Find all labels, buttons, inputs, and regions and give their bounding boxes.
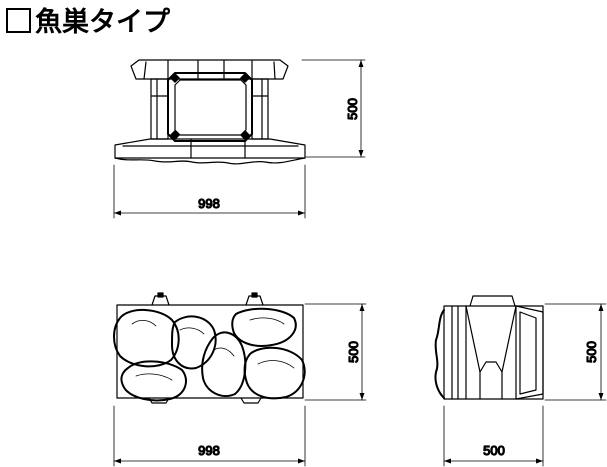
front-view bbox=[114, 59, 306, 165]
square-icon bbox=[6, 7, 31, 33]
title-text: 魚巣タイプ bbox=[35, 6, 170, 38]
page-title: 魚巣タイプ bbox=[6, 1, 170, 38]
side-view bbox=[434, 295, 544, 400]
side-width-label: 500 bbox=[483, 443, 505, 458]
front-height-label: 500 bbox=[345, 98, 360, 120]
side-dimensions bbox=[443, 303, 607, 467]
top-height-label: 500 bbox=[346, 341, 361, 363]
front-dimensions bbox=[113, 59, 366, 219]
top-dimensions bbox=[113, 303, 367, 467]
front-width-label: 998 bbox=[198, 196, 220, 211]
side-height-label: 500 bbox=[584, 341, 599, 363]
top-view bbox=[113, 292, 306, 404]
top-width-label: 998 bbox=[198, 443, 220, 458]
